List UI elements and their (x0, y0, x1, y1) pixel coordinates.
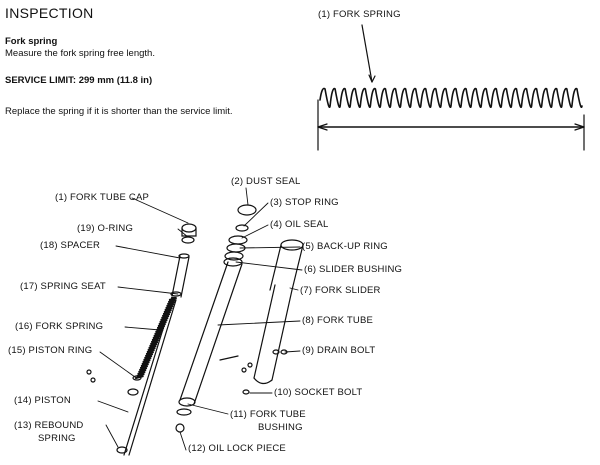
page-title: INSPECTION (5, 5, 94, 21)
label-slider-bushing: (6) SLIDER BUSHING (304, 264, 403, 275)
label-back-up-ring: (5) BACK-UP RING (302, 241, 388, 252)
label-drain-bolt: (9) DRAIN BOLT (302, 345, 376, 356)
damper-assembly (86, 223, 197, 456)
label-piston-ring: (15) PISTON RING (8, 345, 93, 356)
spring-illustration (317, 24, 585, 151)
label-fork-tube-cap: (1) FORK TUBE CAP (55, 192, 150, 203)
label-o-ring: (19) O-RING (77, 223, 134, 234)
label-dust-seal: (2) DUST SEAL (231, 176, 301, 187)
label-oil-lock-piece: (12) OIL LOCK PIECE (188, 443, 286, 454)
fork-tube-drawing (175, 204, 257, 433)
label-rebound-spring-2: SPRING (38, 433, 76, 444)
service-limit-text: SERVICE LIMIT: 299 mm (11.8 in) (5, 75, 153, 86)
label-rebound-spring-1: (13) REBOUND (14, 420, 84, 431)
label-stop-ring: (3) STOP RING (270, 197, 339, 208)
label-fork-tube-bushing-1: (11) FORK TUBE (230, 409, 306, 420)
label-spring-seat: (17) SPRING SEAT (20, 281, 106, 292)
section-subheading: Fork spring (5, 36, 58, 47)
replace-instruction-text: Replace the spring if it is shorter than… (5, 106, 233, 117)
label-fork-slider: (7) FORK SLIDER (300, 285, 381, 296)
label-piston: (14) PISTON (14, 395, 71, 406)
instruction-text: Measure the fork spring free length. (5, 48, 155, 59)
label-socket-bolt: (10) SOCKET BOLT (274, 387, 363, 398)
label-fork-tube: (8) FORK TUBE (302, 315, 374, 326)
label-fork-spring: (16) FORK SPRING (15, 321, 104, 332)
label-oil-seal: (4) OIL SEAL (270, 219, 329, 230)
label-fork-tube-bushing-2: BUSHING (258, 422, 303, 433)
leader-lines (97, 187, 303, 451)
label-fork-spring-top: (1) FORK SPRING (318, 9, 401, 20)
fork-spring-drawing (134, 296, 177, 380)
label-spacer: (18) SPACER (40, 240, 101, 251)
fork-slider-drawing (219, 239, 304, 395)
